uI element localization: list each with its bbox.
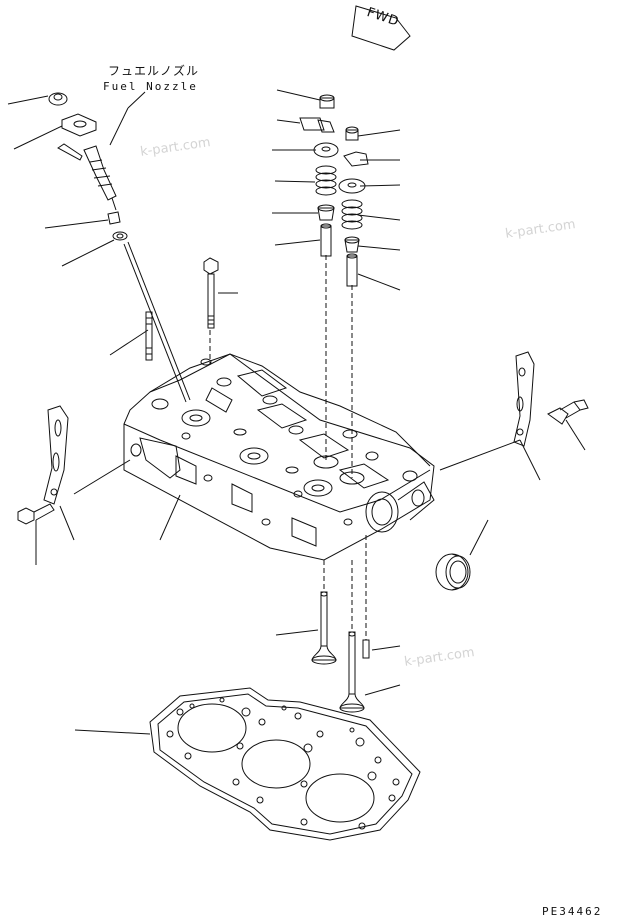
nozzle-holder-icon bbox=[62, 114, 96, 136]
valve-cap-icon bbox=[320, 95, 334, 108]
leader-lines bbox=[8, 90, 585, 734]
bolt-icon bbox=[548, 400, 588, 424]
valve-cotter-icon bbox=[344, 152, 368, 166]
oil-seal-icon bbox=[436, 554, 470, 590]
lifting-eye-icon bbox=[44, 406, 68, 504]
valve-cap-icon bbox=[346, 127, 358, 140]
lifting-eye-icon bbox=[514, 352, 534, 446]
valve-stem-seal-icon bbox=[345, 237, 359, 252]
valve-spring-icon bbox=[342, 200, 362, 229]
head-gasket-icon bbox=[150, 688, 420, 840]
nut-icon bbox=[49, 93, 67, 105]
fuel-nozzle-label-en: Fuel Nozzle bbox=[103, 80, 198, 93]
fwd-arrow-icon bbox=[352, 6, 410, 50]
valve-spring-retainer-icon bbox=[314, 143, 338, 157]
bolt-icon bbox=[18, 504, 54, 524]
valve-spring-retainer-icon bbox=[339, 179, 365, 193]
drawing-number: PE34462 bbox=[542, 905, 603, 918]
valve-icon bbox=[340, 632, 364, 712]
injection-pipe-icon bbox=[124, 242, 190, 402]
stud-icon bbox=[146, 312, 152, 360]
valve-cotter-icon bbox=[300, 118, 334, 132]
fuel-nozzle-label-jp: フュエルノズル bbox=[108, 64, 200, 78]
cylinder-head-icon bbox=[124, 354, 434, 560]
valve-icon bbox=[312, 592, 336, 664]
alignment-lines bbox=[210, 255, 366, 640]
valve-guide-icon bbox=[363, 640, 369, 658]
seal-icon bbox=[108, 212, 120, 224]
fuel-nozzle-icon bbox=[58, 144, 116, 210]
valve-stem-seal-icon bbox=[318, 205, 334, 220]
washer-icon bbox=[113, 232, 127, 240]
bolt-icon bbox=[204, 258, 218, 328]
valve-guide-icon bbox=[321, 224, 331, 256]
valve-guide-icon bbox=[347, 254, 357, 286]
valve-spring-icon bbox=[316, 166, 336, 195]
